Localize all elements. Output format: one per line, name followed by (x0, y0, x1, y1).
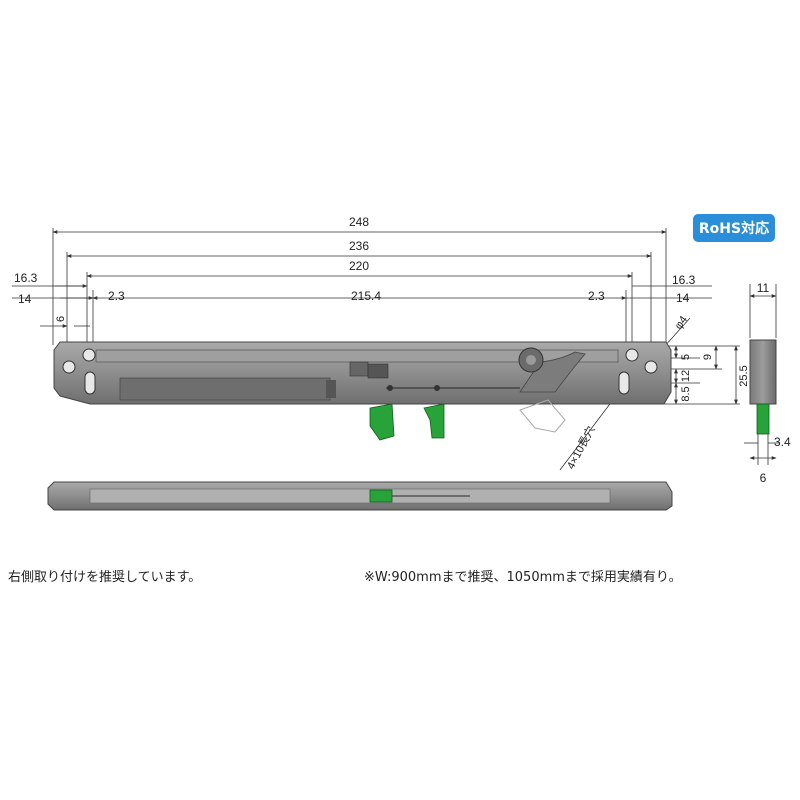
width-note: ※W:900mmまで推奨、1050mmまで採用実績有り。 (364, 570, 682, 585)
dim-side-3-4: 3.4 (774, 435, 791, 449)
left-slot-hole (84, 371, 96, 395)
dimension-lines (12, 228, 780, 471)
dim-phi4: φ4 (673, 314, 690, 332)
dim-220: 220 (349, 259, 369, 273)
mounting-note: 右側取り付けを推奨しています。 (8, 570, 202, 585)
dim-215-4: 215.4 (351, 289, 381, 303)
dim-left-2-3: 2.3 (108, 289, 125, 303)
right-round-hole (625, 348, 639, 362)
dim-12: 12 (680, 370, 692, 382)
damper-side-view (749, 339, 777, 435)
dim-right-16-3: 16.3 (672, 273, 696, 287)
dim-5: 5 (680, 354, 692, 360)
dim-9: 9 (702, 354, 714, 360)
dim-left-16-3: 16.3 (14, 271, 38, 285)
left-round-hole (82, 348, 96, 362)
dim-left-14: 14 (18, 292, 32, 306)
dim-248: 248 (349, 215, 369, 229)
dim-25-5: 25.5 (738, 365, 750, 386)
dim-right-14: 14 (676, 291, 690, 305)
dim-236: 236 (349, 239, 369, 253)
dim-side-6: 6 (760, 471, 767, 485)
dim-slot-4x10: 4×10長穴 (563, 424, 597, 472)
damper-bottom-view (47, 481, 673, 511)
dim-8-5: 8.5 (680, 386, 692, 401)
rohs-badge: RoHS対応 (693, 214, 775, 242)
dim-right-2-3: 2.3 (588, 289, 605, 303)
damper-front-view (53, 341, 672, 441)
right-slot-hole (618, 371, 630, 395)
dim-side-11: 11 (757, 281, 770, 295)
dim-6: 6 (55, 316, 67, 322)
